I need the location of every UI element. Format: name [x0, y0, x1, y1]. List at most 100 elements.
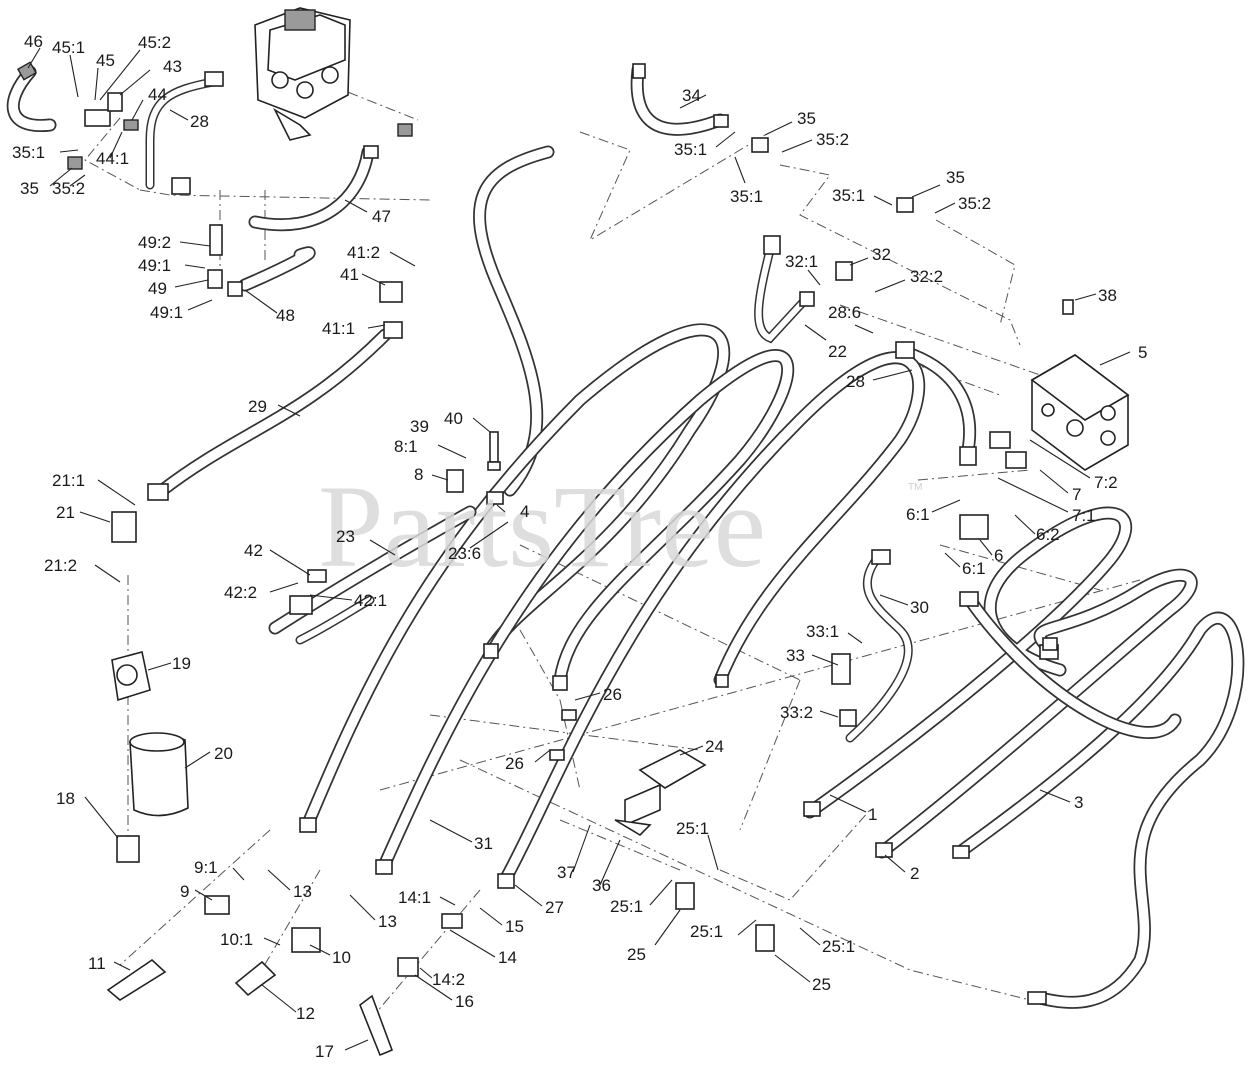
callout-47: 47	[372, 207, 391, 226]
watermark-text: PartsTree	[318, 461, 766, 592]
callout-9-1: 9:1	[194, 858, 218, 877]
callout-42-2: 42:2	[224, 583, 257, 602]
callout-16: 16	[455, 992, 474, 1011]
callout-35-top: 35	[797, 109, 816, 128]
callout-35-2-left: 35:2	[52, 179, 85, 198]
callout-6-1-b: 6:1	[962, 559, 986, 578]
callout-43: 43	[163, 57, 182, 76]
callout-44-1: 44:1	[96, 149, 129, 168]
callout-26-a: 26	[603, 685, 622, 704]
callout-35-right: 35	[946, 168, 965, 187]
callout-35-2-top: 35:2	[816, 130, 849, 149]
fittings	[16, 61, 1059, 1057]
callout-42: 42	[244, 541, 263, 560]
callout-32-2: 32:2	[910, 267, 943, 286]
callout-36: 36	[592, 876, 611, 895]
hoses	[6, 63, 1245, 1009]
control-valve-icon	[254, 7, 351, 141]
callout-49-1-b: 49:1	[150, 303, 183, 322]
manifold-block-icon	[1030, 299, 1130, 471]
callout-41-1: 41:1	[322, 319, 355, 338]
callout-35-1-left: 35:1	[12, 143, 45, 162]
dashed-centerlines	[84, 84, 1141, 1021]
callout-14-1: 14:1	[398, 888, 431, 907]
callout-25-b: 25	[812, 975, 831, 994]
callout-32-1: 32:1	[785, 252, 818, 271]
callout-8: 8	[414, 465, 423, 484]
callout-28-6: 28:6	[828, 303, 861, 322]
callout-26-b: 26	[505, 754, 524, 773]
callout-7-1: 7:1	[1072, 506, 1096, 525]
callout-25-1-b: 25:1	[610, 897, 643, 916]
callout-7: 7	[1072, 485, 1081, 504]
callout-17: 17	[315, 1042, 334, 1061]
callout-6: 6	[994, 546, 1003, 565]
callout-1: 1	[868, 805, 877, 824]
callout-38: 38	[1098, 286, 1117, 305]
callout-24: 24	[705, 737, 724, 756]
callout-19: 19	[172, 654, 191, 673]
callout-8-1: 8:1	[394, 437, 418, 456]
callout-41-2: 41:2	[347, 243, 380, 262]
callout-45-1: 45:1	[52, 38, 85, 57]
callout-20: 20	[214, 744, 233, 763]
bracket-icon	[614, 749, 707, 837]
callout-30: 30	[910, 598, 929, 617]
callout-49-2: 49:2	[138, 233, 171, 252]
callout-25-1-a: 25:1	[676, 819, 709, 838]
callout-45-2: 45:2	[138, 33, 171, 52]
callout-23: 23	[336, 527, 355, 546]
callout-labels: 46 45:1 45 45:2 43 44 28 44:1 35:1 35 35…	[12, 32, 1147, 1061]
callout-35-left: 35	[20, 179, 39, 198]
callout-31: 31	[474, 834, 493, 853]
callout-14: 14	[498, 948, 517, 967]
callout-29: 29	[248, 397, 267, 416]
callout-7-2: 7:2	[1094, 473, 1118, 492]
callout-41: 41	[340, 265, 359, 284]
callout-35-2-right: 35:2	[958, 194, 991, 213]
callout-34: 34	[682, 86, 701, 105]
filter-icon	[111, 651, 189, 863]
callout-4: 4	[520, 502, 529, 521]
callout-3: 3	[1074, 793, 1083, 812]
callout-27: 27	[545, 898, 564, 917]
callout-6-1-a: 6:1	[906, 505, 930, 524]
leader-lines	[27, 47, 1131, 1051]
callout-33: 33	[786, 646, 805, 665]
callout-28-top: 28	[190, 112, 209, 131]
callout-35-1-mid: 35:1	[730, 187, 763, 206]
callout-11: 11	[88, 954, 106, 973]
callout-9: 9	[180, 882, 189, 901]
callout-39: 39	[410, 417, 429, 436]
pipes	[145, 77, 913, 743]
callout-45: 45	[96, 51, 115, 70]
callout-10-1: 10:1	[220, 930, 253, 949]
callout-35-1-right: 35:1	[832, 186, 865, 205]
callout-42-1: 42:1	[354, 591, 387, 610]
callout-2: 2	[910, 864, 919, 883]
callout-25-a: 25	[627, 945, 646, 964]
callout-25-1-c: 25:1	[690, 922, 723, 941]
callout-33-1: 33:1	[806, 622, 839, 641]
callout-33-2: 33:2	[780, 703, 813, 722]
callout-13-a: 13	[293, 882, 312, 901]
callout-15: 15	[505, 917, 524, 936]
callout-46: 46	[24, 32, 43, 51]
callout-28-right: 28	[846, 372, 865, 391]
callout-40: 40	[444, 409, 463, 428]
callout-48: 48	[276, 306, 295, 325]
callout-10: 10	[332, 948, 351, 967]
callout-25-1-d: 25:1	[822, 937, 855, 956]
callout-5: 5	[1138, 343, 1147, 362]
callout-35-1-top: 35:1	[674, 140, 707, 159]
callout-32: 32	[872, 245, 891, 264]
callout-12: 12	[296, 1004, 315, 1023]
callout-6-2: 6:2	[1036, 525, 1060, 544]
callout-49-1-a: 49:1	[138, 256, 171, 275]
callout-18: 18	[56, 789, 75, 808]
callout-23-6: 23:6	[448, 544, 481, 563]
callout-21-2: 21:2	[44, 556, 77, 575]
callout-14-2: 14:2	[432, 970, 465, 989]
